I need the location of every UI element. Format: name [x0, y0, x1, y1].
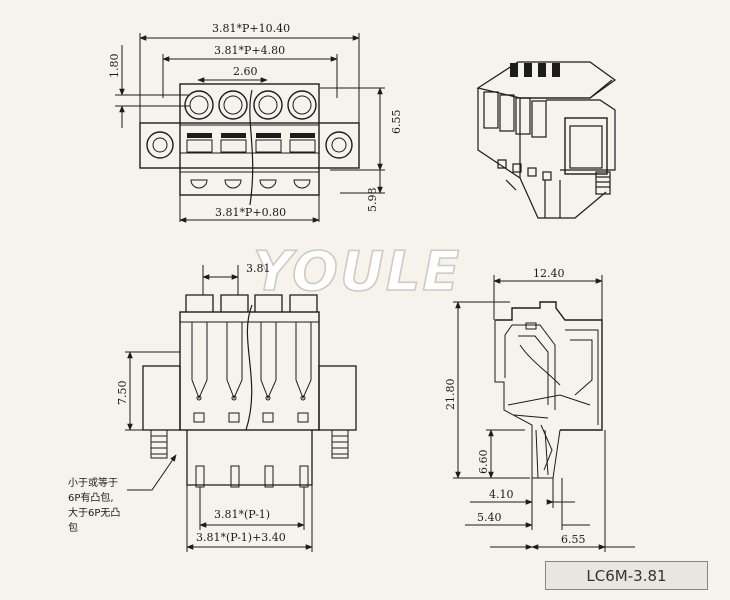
- top-dim-inner: 2.60: [233, 65, 258, 78]
- front-dim-overall: 3.81*(P-1)+3.40: [196, 531, 286, 544]
- side-view: [453, 275, 635, 552]
- side-dim-depth: 12.40: [533, 267, 565, 280]
- watermark-text: YOULE: [253, 240, 461, 303]
- top-view: [115, 33, 385, 223]
- side-dim-pin-height: 6.60: [477, 450, 490, 475]
- top-dim-pins: 3.81*P+4.80: [214, 44, 285, 57]
- note-line-2: 6P有凸包,: [68, 491, 114, 504]
- top-dim-overall: 3.81*P+10.40: [212, 22, 290, 35]
- isometric-view: [476, 61, 617, 219]
- note-line-4: 包: [68, 521, 78, 534]
- side-dim-b: 5.40: [477, 511, 502, 524]
- front-dim-pitch: 3.81: [246, 262, 271, 275]
- side-dim-height: 21.80: [444, 379, 457, 411]
- side-dim-c: 6.55: [561, 533, 586, 546]
- top-dim-height-b: 5.98: [366, 188, 379, 213]
- top-dim-bottom: 3.81*P+0.80: [215, 206, 286, 219]
- note-line-3: 大于6P无凸: [68, 506, 120, 519]
- top-dim-flange: 1.80: [108, 54, 121, 79]
- side-dim-a: 4.10: [489, 488, 514, 501]
- front-dim-height: 7.50: [116, 381, 129, 406]
- front-view: [125, 265, 357, 552]
- note-line-1: 小于或等于: [68, 476, 118, 489]
- front-dim-pin-span: 3.81*(P-1): [214, 508, 270, 521]
- top-dim-height-a: 6.55: [390, 110, 403, 135]
- model-label: LC6M-3.81: [545, 561, 708, 590]
